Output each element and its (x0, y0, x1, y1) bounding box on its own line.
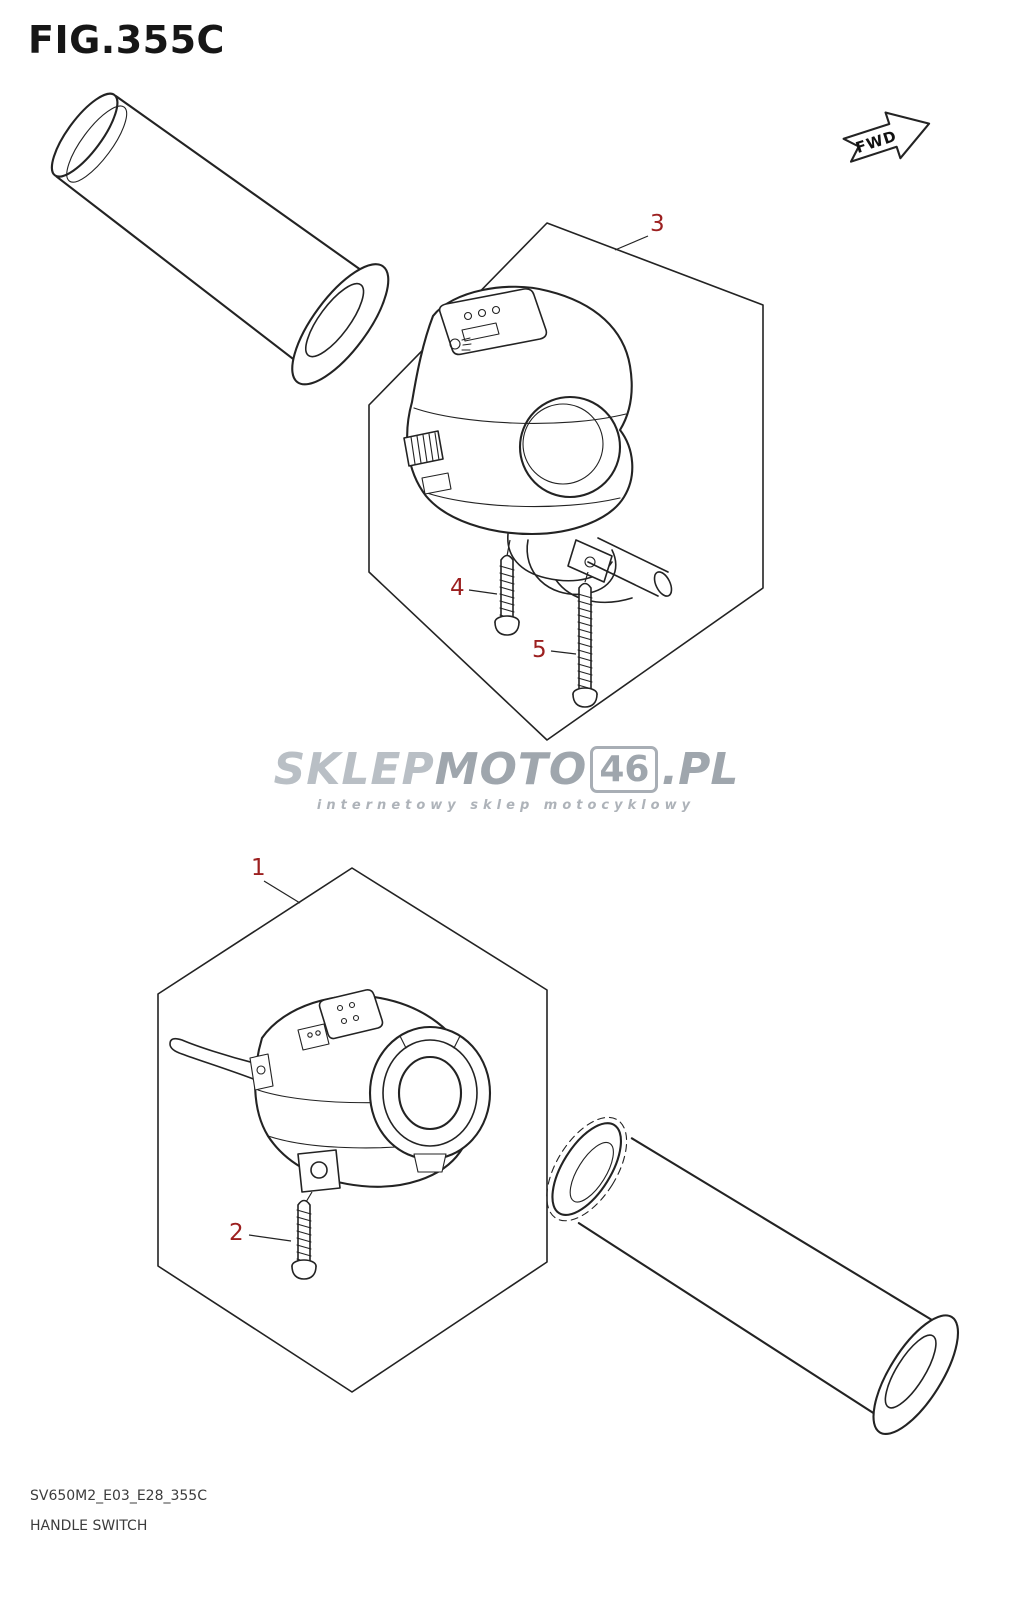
clamp-bolt-hole (584, 556, 596, 568)
callout-5-leader-line (550, 650, 577, 655)
panel-button-dot (477, 308, 487, 318)
rocker-dot (336, 1004, 344, 1012)
callout-4-number: 4 (450, 575, 465, 601)
grip-tube-bore (569, 1141, 614, 1203)
headlight-ray (461, 337, 471, 341)
screw-thread-hatching (577, 593, 593, 690)
headlight-symbol-icon (449, 338, 461, 350)
screw-axis-line (584, 571, 589, 583)
grip-serrated-rim (546, 1116, 628, 1222)
rocker-dot (340, 1017, 348, 1025)
callout-3: 3 (614, 211, 665, 251)
callout-3-leader-line (614, 235, 649, 251)
grip-end-rim (66, 105, 128, 183)
clamp-bracket (567, 539, 613, 583)
screw-4-illustration (494, 554, 520, 636)
grip-body-bottom-line (577, 1222, 876, 1415)
ring-bolt-lug (413, 1153, 447, 1173)
left-grip-illustration (50, 92, 390, 386)
handlebar-bore-rim (522, 403, 604, 485)
rocker-dot (352, 1014, 360, 1022)
callout-5: 5 (532, 637, 577, 663)
panel-button-dot (491, 305, 501, 315)
fwd-arrow-icon (842, 111, 931, 163)
grip-flange (291, 263, 390, 386)
housing-parting-line-lower (423, 491, 621, 508)
screw-head-dome (572, 693, 598, 708)
grip-flange (872, 1314, 960, 1436)
rocker-switch (318, 989, 384, 1040)
lever-pivot-pin (256, 1065, 266, 1075)
turn-signal-knob (403, 430, 444, 467)
bottom-parts-hexagon (157, 867, 548, 1393)
housing-parting-line-upper (413, 407, 627, 424)
right-grip-illustration (546, 1116, 960, 1436)
grip-flange-bore (884, 1334, 937, 1409)
clamp-ring-mid (382, 1039, 478, 1147)
callout-1: 1 (251, 855, 301, 904)
callout-2-number: 2 (229, 1220, 244, 1246)
top-parts-hexagon (368, 222, 764, 741)
bottom-switch-assembly (169, 989, 492, 1203)
fwd-marker: FWD (842, 111, 931, 163)
screw-axis-line (506, 539, 511, 557)
screw-head-dome (291, 1265, 317, 1280)
ring-notch (399, 1035, 407, 1049)
handlebar-bore (518, 395, 622, 499)
callout-4: 4 (450, 575, 498, 601)
headlight-ray (462, 343, 472, 346)
handlebar-stub-end (653, 571, 673, 597)
callout-5-number: 5 (532, 637, 547, 663)
control-lever (169, 1037, 259, 1081)
callout-3-number: 3 (650, 211, 665, 237)
rocker-dot (348, 1001, 356, 1009)
panel-rocker-button (461, 322, 500, 342)
handlebar-stub-top (597, 537, 669, 573)
screw-head-dome (494, 621, 520, 636)
bracket-bolt-hole (310, 1161, 328, 1179)
slider-switch (421, 472, 452, 495)
callout-1-leader-line (263, 880, 301, 904)
page-title: FIG.355C (28, 18, 225, 62)
grip-body-top-line (114, 95, 365, 274)
callout-4-leader-line (468, 589, 498, 595)
grip-tube-end (551, 1122, 623, 1217)
secondary-button (297, 1023, 330, 1051)
button-dot (315, 1030, 321, 1036)
grip-body-bottom-line (55, 175, 299, 364)
handlebar-stub-bottom (587, 561, 659, 597)
callout-1-number: 1 (251, 855, 266, 881)
grip-flange-bore (305, 282, 365, 358)
clamp-ring-outer (368, 1025, 492, 1161)
screw-2-illustration (291, 1199, 317, 1280)
lever-pivot-bracket (249, 1053, 274, 1091)
ring-notch (453, 1035, 461, 1049)
button-dot (307, 1032, 313, 1038)
screw-axis-line (305, 1191, 313, 1203)
mount-bracket (297, 1149, 341, 1193)
panel-button-dot (463, 311, 473, 321)
handlebar-bore (397, 1055, 463, 1131)
callout-2: 2 (229, 1220, 292, 1246)
callout-2-leader-line (248, 1234, 292, 1242)
top-switch-assembly (403, 285, 673, 604)
screw-5-illustration (572, 582, 598, 708)
grip-body-top-line (630, 1137, 935, 1322)
footer-part-code: SV650M2_E03_E28_355C (30, 1488, 207, 1504)
footer-diagram-title: HANDLE SWITCH (30, 1518, 148, 1534)
